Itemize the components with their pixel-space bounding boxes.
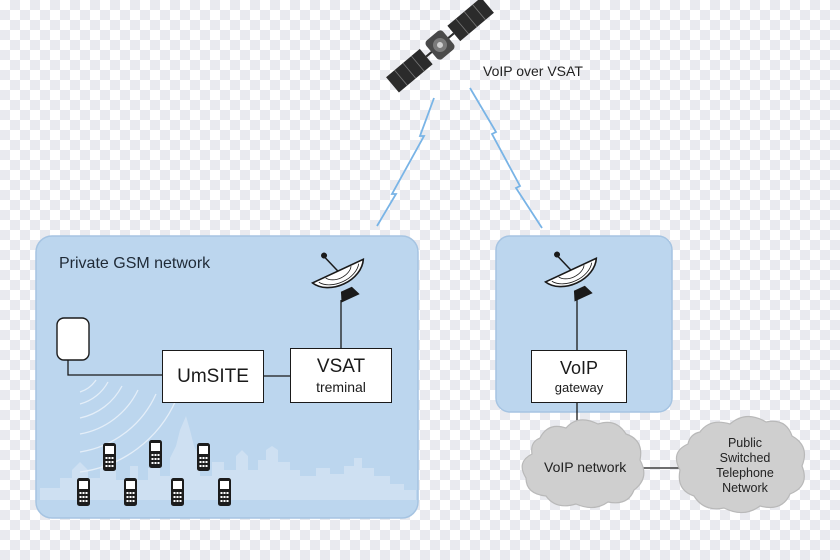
radio-waves (79, 379, 177, 473)
umsite-box: UmSITE (162, 350, 264, 403)
mobile-phone-icon (197, 443, 210, 471)
mobile-phone-icon (77, 478, 90, 506)
voip-gateway-title: VoIP (559, 358, 599, 378)
mobile-phone-icon (103, 443, 116, 471)
satellite-icon (386, 0, 494, 93)
mobile-phone-icon (149, 440, 162, 468)
panel-title: Private GSM network (59, 255, 211, 272)
pstn-line: Switched (719, 451, 771, 465)
satellite-link-label: VoIP over VSAT (483, 63, 583, 79)
antenna-icon (56, 317, 90, 361)
voip-network-cloud (521, 419, 645, 509)
mobile-phone-icon (171, 478, 184, 506)
satellite-dish-icon (311, 252, 365, 303)
pstn-label: Public Switched Telephone Network (700, 436, 790, 496)
satellite-dish-icon (544, 251, 598, 302)
pstn-line: Network (722, 481, 768, 495)
vsat-subtitle: treminal (316, 378, 366, 395)
vsat-terminal-box: VSAT treminal (290, 348, 392, 403)
pstn-line: Telephone (716, 466, 774, 480)
mobile-phone-icon (124, 478, 137, 506)
vsat-title: VSAT (316, 355, 366, 377)
voip-gateway-subtitle: gateway (554, 380, 604, 395)
umsite-label: UmSITE (177, 365, 249, 387)
voip-network-label: VoIP network (544, 459, 627, 475)
voip-gateway-box: VoIP gateway (531, 350, 627, 403)
antenna-cable (67, 360, 162, 376)
pstn-line: Public (727, 436, 763, 450)
mobile-phone-icon (218, 478, 231, 506)
signal-beam-left (376, 97, 435, 227)
pstn-cloud (675, 415, 805, 514)
signal-beam-right (469, 87, 543, 229)
